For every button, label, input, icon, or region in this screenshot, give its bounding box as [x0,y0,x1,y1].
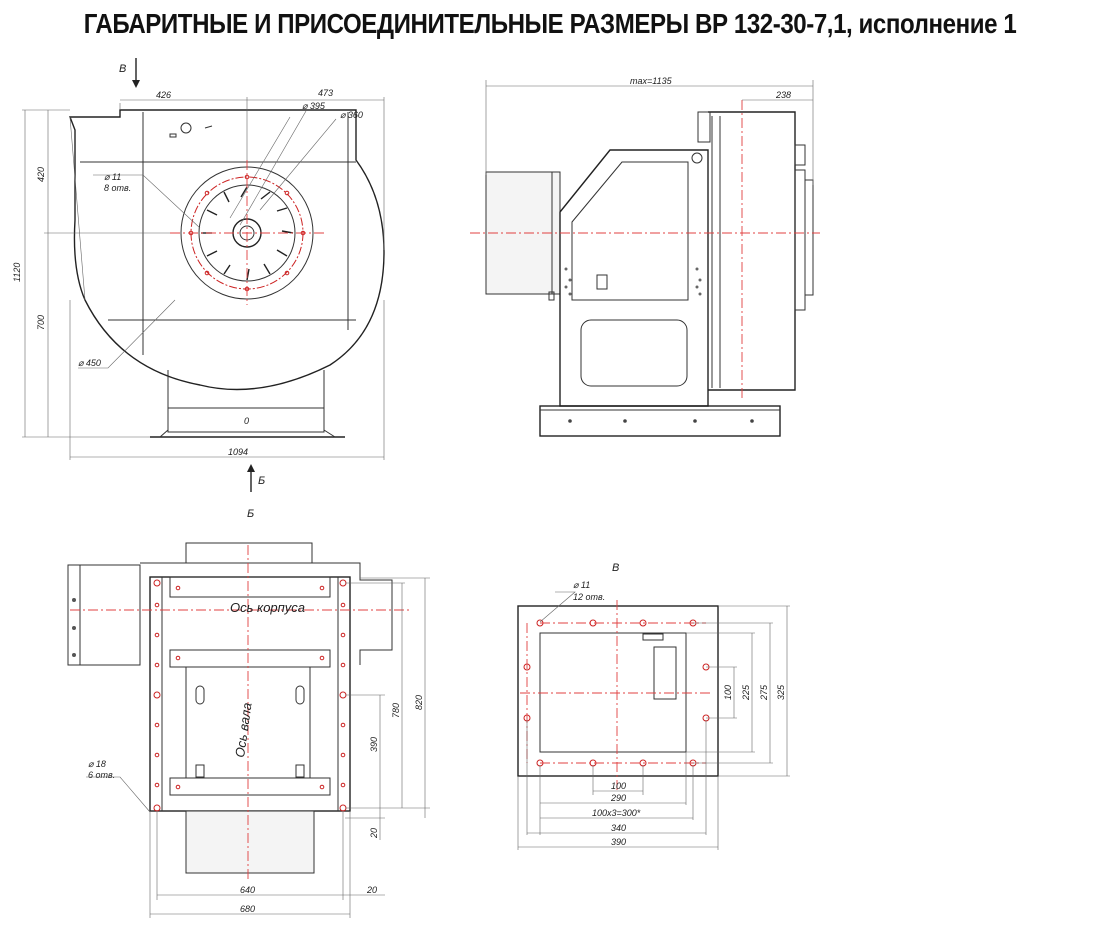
flange-dim-340: 340 [611,823,626,833]
flange-dim-290: 290 [610,793,626,803]
view-v-label: В [612,562,619,574]
scroll-side [708,111,796,391]
arrow-v-label: В [119,63,126,75]
dim-1094: 1094 [228,447,248,457]
outlet-opening [539,632,687,753]
dim-1120: 1120 [12,263,22,282]
dim-780: 780 [391,703,401,718]
dim-450: ⌀ 450 [78,358,101,368]
flange-dim-275: 275 [759,684,769,701]
flange-view: В [517,562,790,850]
axis-shaft-label: Ось вала [232,702,255,759]
dim-11: ⌀ 11 [104,172,121,182]
dim-680: 680 [240,904,255,914]
outlet-flange [517,605,719,777]
frame [559,149,709,407]
dim-820: 820 [414,695,424,710]
dim-395: ⌀ 395 [302,101,326,111]
flange-dim-11-note: 12 отв. [573,592,605,602]
dim-360: ⌀ 360 [340,110,363,120]
dim-390: 390 [369,737,379,752]
dim-700: 700 [36,315,46,330]
dim-max: max=1135 [630,76,673,86]
dim-426: 426 [156,90,171,100]
view-b-label: Б [247,508,254,520]
motor-bottom [185,810,315,874]
dim-420: 420 [36,167,46,182]
bottom-view: Б [67,508,430,918]
dim-11-note: 8 отв. [104,183,131,193]
flange-dim-100v: 100 [723,685,733,700]
base-frame [539,405,781,437]
flange-dim-100: 100 [611,781,626,791]
stand [167,370,325,433]
scroll-housing [68,109,385,391]
flange-dim-325: 325 [776,684,786,700]
dim-473: 473 [318,88,333,98]
front-view: 0 [12,58,385,492]
page-title: ГАБАРИТНЫЕ И ПРИСОЕДИНИТЕЛЬНЫЕ РАЗМЕРЫ В… [83,8,1017,39]
flange-dim-11: ⌀ 11 [573,580,590,590]
dim-640: 640 [240,885,255,895]
dim-20a: 20 [369,828,379,839]
flange-dim-100x3: 100х3=300* [592,808,641,818]
side-view: max=1135 238 [470,76,820,437]
arrow-b-label: Б [258,475,265,487]
flange-dim-225: 225 [741,684,751,701]
frame-window [580,319,688,387]
flange-dim-390: 390 [611,837,626,847]
dim-20b: 20 [366,885,377,895]
axis-body-label: Ось корпуса [230,600,305,615]
dim-238: 238 [775,90,791,100]
dim-18: ⌀ 18 [88,759,106,769]
dim-18-note: 6 отв. [88,770,115,780]
svg-text:0: 0 [244,416,249,426]
